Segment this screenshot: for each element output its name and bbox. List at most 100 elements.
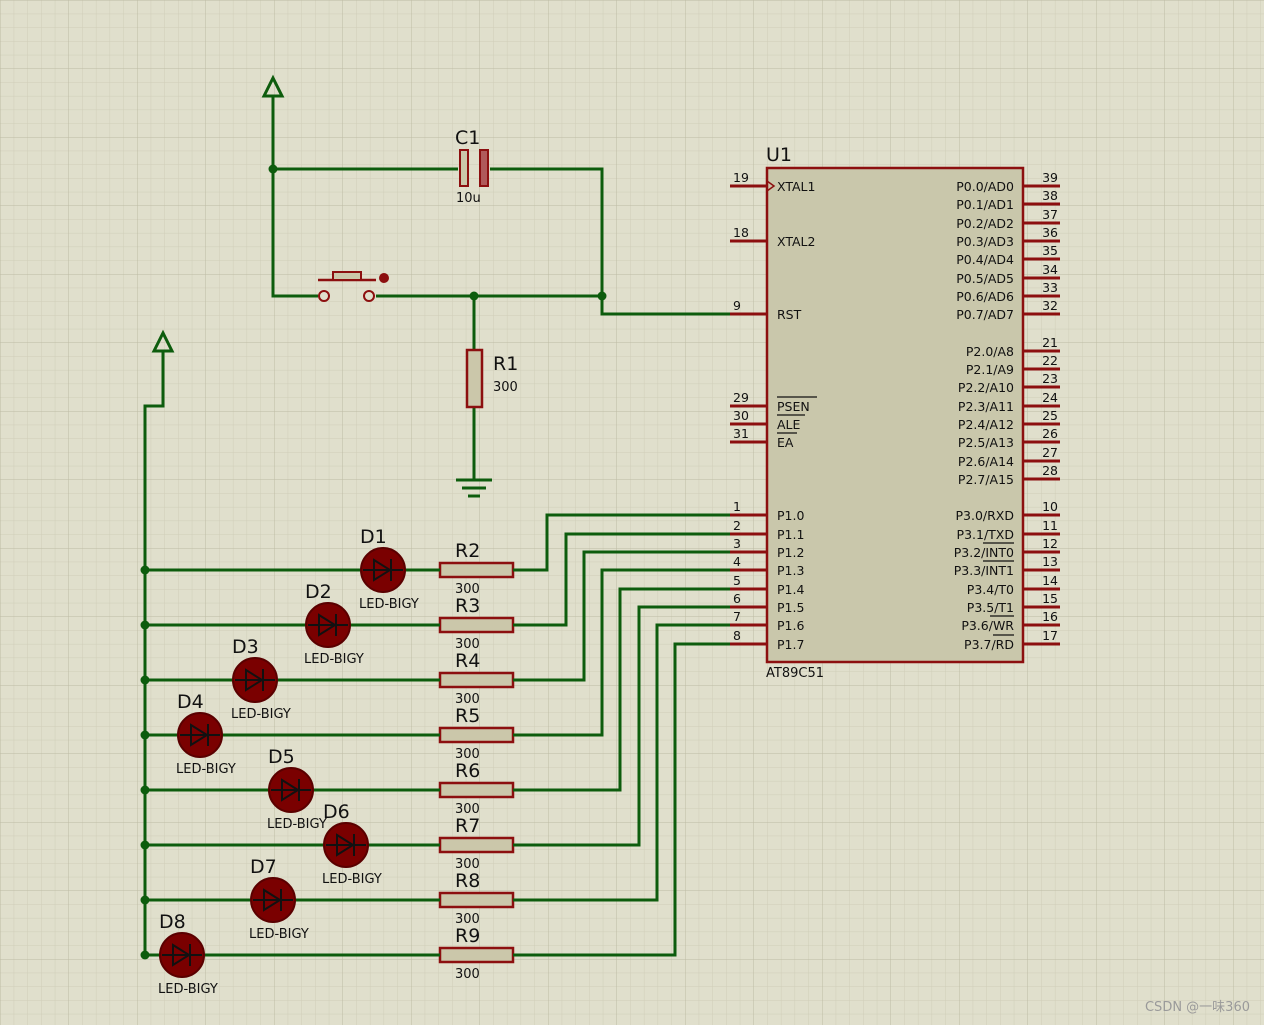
capacitor-plate-left — [459, 149, 469, 187]
pin-name: P1.2 — [777, 545, 804, 560]
resistor-value: 300 — [455, 857, 480, 872]
pin-name: P2.4/A12 — [958, 417, 1014, 432]
resistor-ref: R3 — [455, 595, 480, 617]
pin-number: 7 — [733, 609, 741, 624]
resistor-value: 300 — [455, 692, 480, 707]
led-part: LED-BIGY — [231, 707, 291, 722]
pin-number: 26 — [1042, 426, 1058, 441]
led-ref: D1 — [360, 526, 387, 548]
pin-number: 25 — [1042, 408, 1058, 423]
led-icon — [305, 602, 351, 648]
resistor-body — [438, 781, 515, 799]
pin-number: 28 — [1042, 463, 1058, 478]
resistor-r1-ref: R1 — [493, 353, 518, 375]
pin-name: XTAL1 — [777, 179, 815, 194]
resistor-ref: R6 — [455, 760, 480, 782]
reset-circuit: C1 10u R1 300 — [261, 74, 730, 498]
led-ref: D7 — [250, 856, 277, 878]
pin-number: 32 — [1042, 298, 1058, 313]
pin-name: P0.5/AD5 — [956, 271, 1014, 286]
pin-name: EA — [777, 435, 794, 450]
chip-part: AT89C51 — [766, 666, 824, 681]
pin-name: P1.0 — [777, 508, 804, 523]
chip-pin: 1P1.0 — [730, 499, 804, 523]
clock-marker-icon — [766, 180, 776, 192]
pin-number: 14 — [1042, 573, 1058, 588]
led-part: LED-BIGY — [158, 982, 218, 997]
pin-name: P3.3/INT1 — [954, 563, 1014, 578]
led-row-8: D8 LED-BIGY R9 300 — [140, 642, 730, 997]
led-part: LED-BIGY — [267, 817, 327, 832]
pin-name: P2.3/A11 — [958, 399, 1014, 414]
pin-number: 13 — [1042, 554, 1058, 569]
led-row-7: D7 LED-BIGY R8 300 — [140, 623, 730, 942]
signal-wire — [513, 568, 730, 737]
pin-name: P0.3/AD3 — [956, 234, 1014, 249]
chip-pin: 7P1.6 — [730, 609, 804, 633]
pin-name: P1.5 — [777, 600, 804, 615]
watermark: CSDN @一味360 — [1144, 1000, 1250, 1015]
pin-number: 35 — [1042, 243, 1058, 258]
pin-name: P1.3 — [777, 563, 804, 578]
resistor-r1-body — [465, 348, 484, 409]
pin-number: 3 — [733, 536, 741, 551]
pin-number: 22 — [1042, 353, 1058, 368]
pin-name: P2.0/A8 — [966, 344, 1014, 359]
pin-name: P1.7 — [777, 637, 804, 652]
chip-ref: U1 — [766, 144, 792, 166]
pin-number: 27 — [1042, 445, 1058, 460]
chip-pin: 3P1.2 — [730, 536, 804, 560]
led-row-4: D4 LED-BIGY R5 300 — [140, 568, 730, 777]
led-part: LED-BIGY — [304, 652, 364, 667]
led-ref: D5 — [268, 746, 295, 768]
led-part: LED-BIGY — [176, 762, 236, 777]
resistor-ref: R9 — [455, 925, 480, 947]
pin-name: P3.1/TXD — [957, 527, 1014, 542]
resistor-value: 300 — [455, 747, 480, 762]
signal-wire — [513, 642, 730, 957]
pin-number: 18 — [733, 225, 749, 240]
pin-name: P2.6/A14 — [958, 454, 1014, 469]
led-ref: D2 — [305, 581, 332, 603]
pin-number: 9 — [733, 298, 741, 313]
resistor-ref: R5 — [455, 705, 480, 727]
pin-name: P0.0/AD0 — [956, 179, 1014, 194]
chip-pin: 6P1.5 — [730, 591, 804, 615]
chip-pin: 4P1.3 — [730, 554, 804, 578]
led-row-2: D2 LED-BIGY R3 300 — [140, 532, 730, 667]
pin-name: P3.2/INT0 — [954, 545, 1014, 560]
pin-number: 34 — [1042, 262, 1058, 277]
pin-number: 23 — [1042, 371, 1058, 386]
pin-number: 33 — [1042, 280, 1058, 295]
pin-name: XTAL2 — [777, 234, 815, 249]
pin-number: 21 — [1042, 335, 1058, 350]
resistor-ref: R2 — [455, 540, 480, 562]
pin-name: P1.4 — [777, 582, 804, 597]
resistor-ref: R4 — [455, 650, 480, 672]
pin-number: 36 — [1042, 225, 1058, 240]
capacitor-ref: C1 — [455, 127, 480, 149]
pin-number: 37 — [1042, 207, 1058, 222]
cap-wire-right — [490, 167, 730, 316]
pin-number: 8 — [733, 628, 741, 643]
resistor-ref: R7 — [455, 815, 480, 837]
pin-number: 4 — [733, 554, 741, 569]
signal-wire — [513, 532, 730, 627]
signal-wire — [513, 587, 730, 792]
